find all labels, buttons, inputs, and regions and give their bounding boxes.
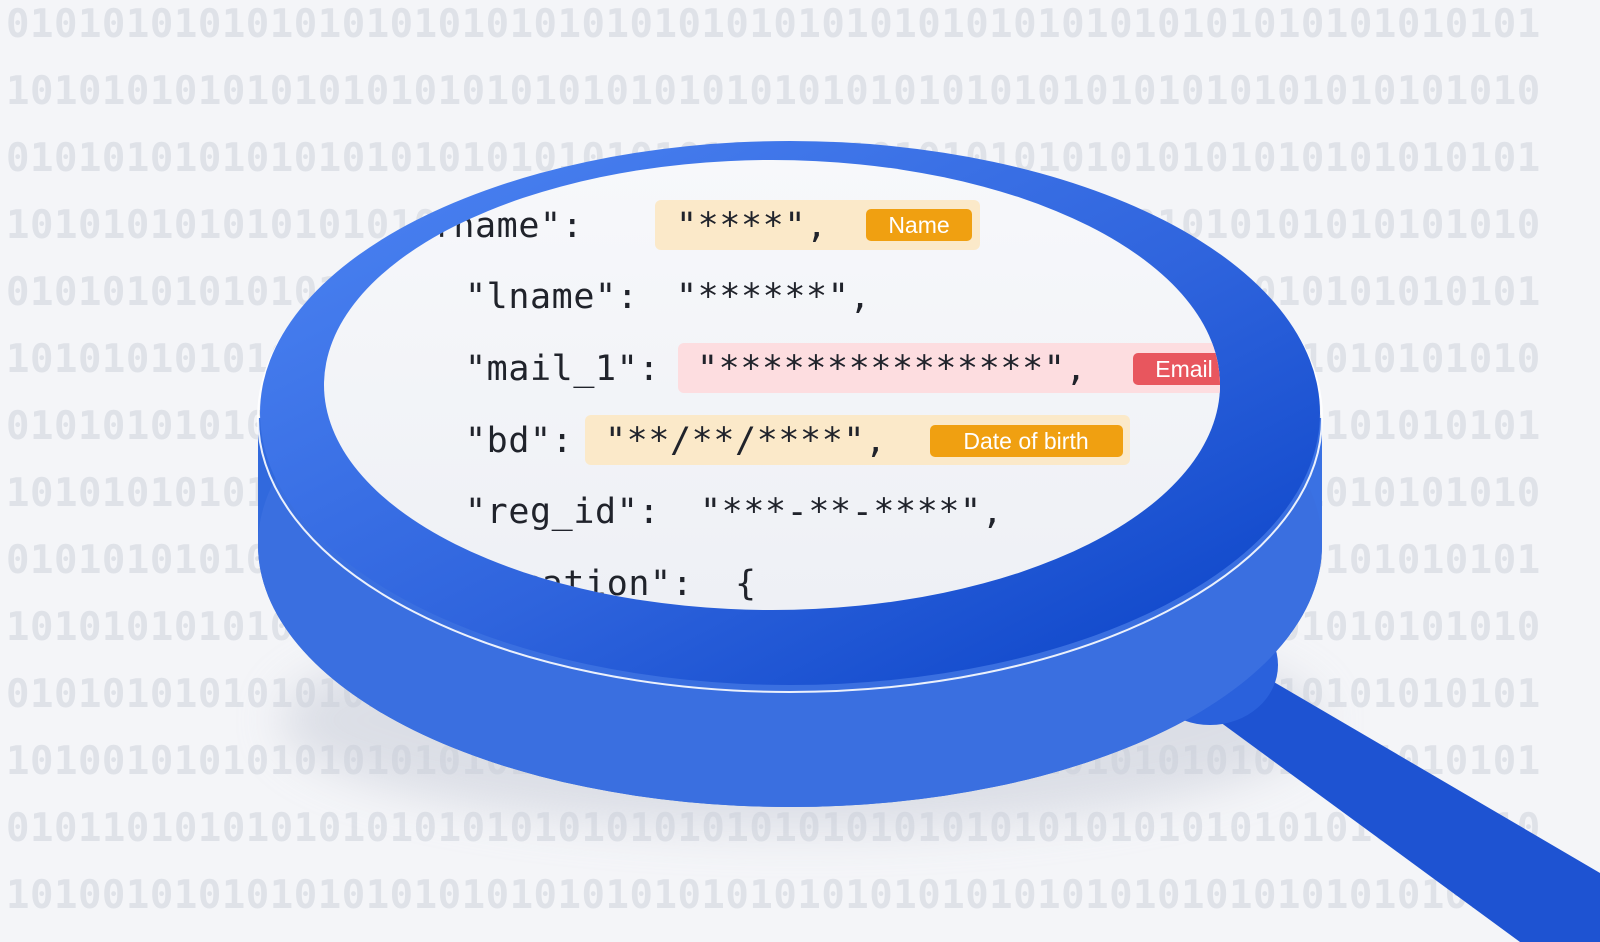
code-value: "******", (676, 277, 871, 317)
code-value: "***-**-****", (700, 492, 1003, 532)
dob-tag (930, 425, 1123, 457)
name-tag (866, 209, 972, 241)
dob-tag-label: Date of birth (963, 428, 1088, 454)
code-value: { (735, 564, 757, 604)
binary-row: 0101010101010101010101010101010101010101… (6, 2, 1541, 47)
email-tag-label: Email (1155, 356, 1213, 382)
code-key: "lname": (465, 277, 638, 317)
name-tag-label: Name (888, 212, 949, 238)
code-value: "**/**/****", (605, 421, 887, 461)
code-key: "reg_id": (465, 492, 660, 532)
binary-row: 1010101010101010101010101010101010101010… (6, 69, 1541, 114)
code-value: "****", (676, 206, 828, 246)
email-tag (1133, 353, 1220, 385)
code-key: "bd": (465, 421, 573, 461)
email-highlight (678, 343, 1220, 393)
lens-content: "fname": "****", Name "lname": "******",… (410, 200, 1220, 604)
code-key: "mail_1": (465, 349, 660, 389)
code-value: "***************", (697, 349, 1087, 389)
binary-row: 1010010101010101010101010101010101010101… (6, 873, 1541, 918)
